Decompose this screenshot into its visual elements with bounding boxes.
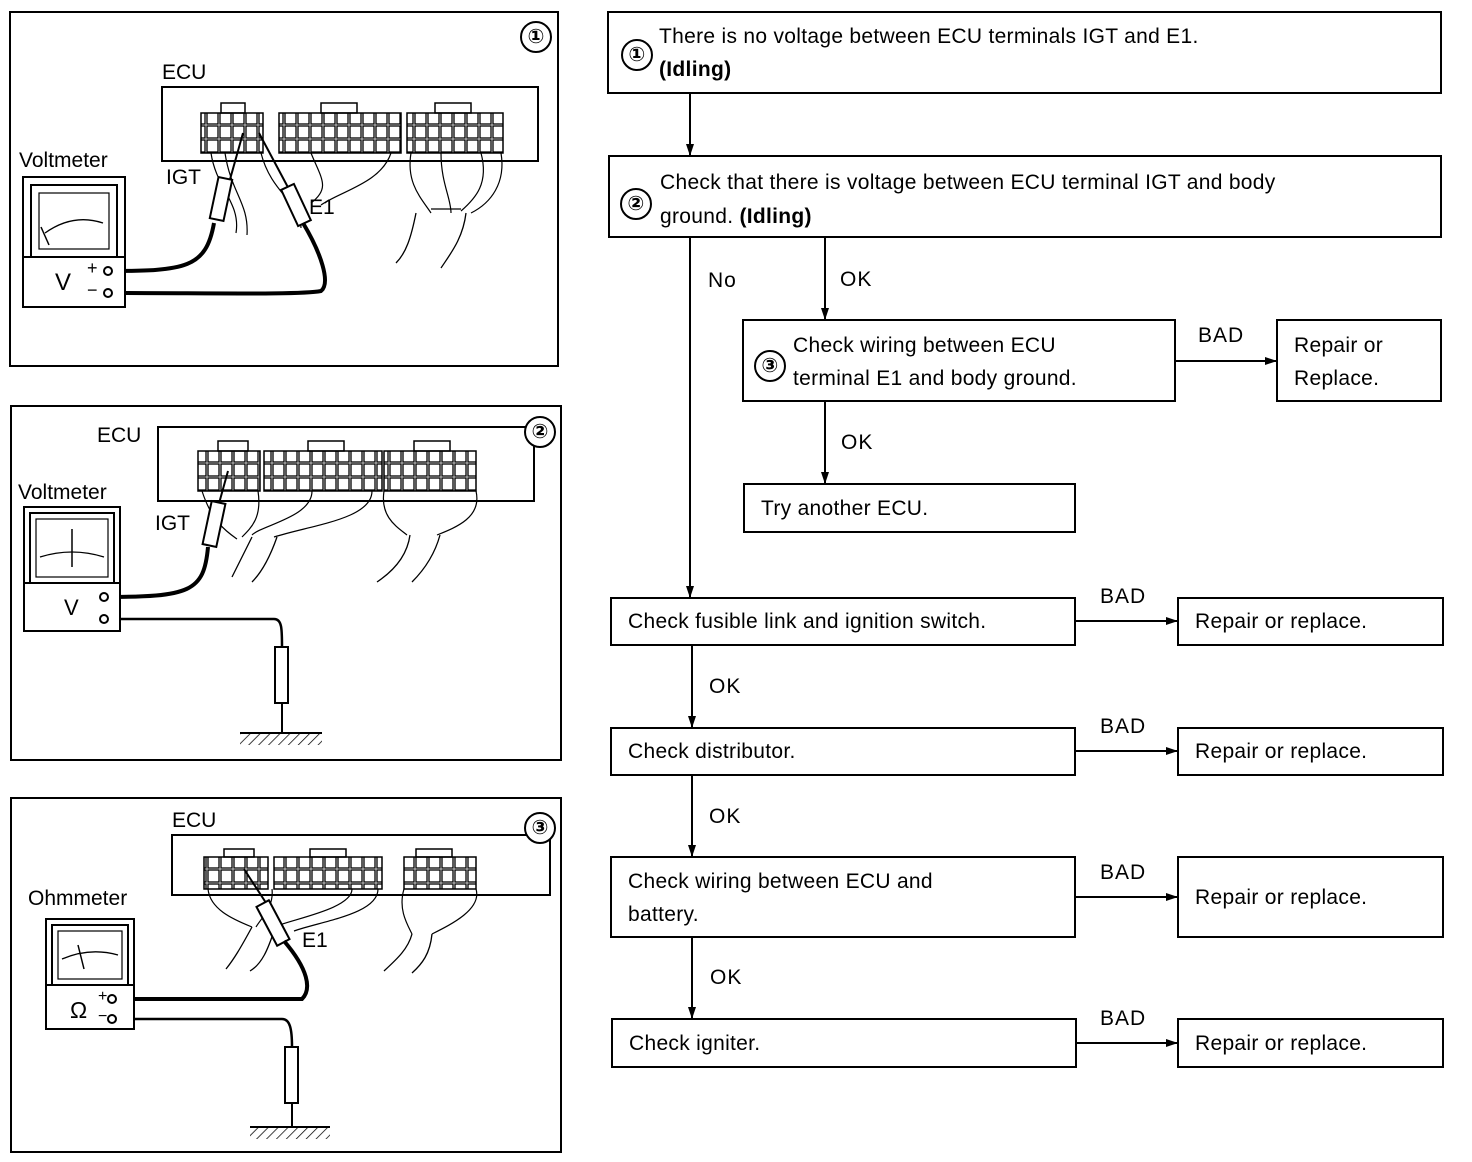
step-number: ① [621, 39, 653, 71]
check-fusible-text: Check fusible link and ignition switch. [628, 610, 987, 633]
repair-text: Repair or replace. [1195, 886, 1368, 909]
repair-text: Repair or replace. [1195, 740, 1368, 763]
ok-label: OK [709, 675, 742, 698]
check-igniter-box: Check igniter. [611, 1018, 1077, 1068]
ohm-symbol: Ω [70, 997, 88, 1023]
ok-label: OK [841, 431, 874, 454]
step3-line1: Check wiring between ECU [793, 334, 1056, 357]
bad-label: BAD [1100, 715, 1147, 738]
ecu-label: ECU [97, 424, 142, 447]
voltmeter-igt-ground-illustration [23, 426, 535, 745]
step3-line2: terminal E1 and body ground. [793, 367, 1077, 390]
try-ecu-box: Try another ECU. [743, 483, 1076, 533]
step1-line1: There is no voltage between ECU terminal… [659, 25, 1199, 48]
step3-box: ③ Check wiring between ECU terminal E1 a… [742, 319, 1176, 402]
check-wiring-battery-line2: battery. [628, 903, 699, 926]
ecu-label: ECU [172, 809, 217, 832]
step2-line1: Check that there is voltage between ECU … [660, 171, 1276, 194]
check-igniter-text: Check igniter. [629, 1032, 761, 1055]
check-wiring-battery-box: Check wiring between ECU and battery. [610, 856, 1076, 938]
repair-box: Repair or replace. [1177, 856, 1444, 938]
minus-terminal-label: − [87, 280, 98, 300]
step2-idling: (Idling) [739, 205, 812, 228]
repair-line2: Replace. [1294, 367, 1380, 390]
plus-terminal-label: + [87, 258, 98, 278]
ohmmeter-e1-ground-illustration [45, 834, 551, 1139]
step2-line2: ground. [660, 205, 740, 228]
ohmmeter-label: Ohmmeter [28, 887, 128, 910]
check-wiring-battery-line1: Check wiring between ECU and [628, 870, 933, 893]
minus-terminal-label: − [98, 1008, 108, 1025]
volt-symbol: V [64, 595, 79, 620]
repair-box: Repair or replace. [1177, 1018, 1444, 1068]
diagram-panel-3: ECU Ohmmeter E1 Ω + − ③ [10, 797, 562, 1153]
repair-replace-box: Repair or Replace. [1276, 319, 1442, 402]
bad-label: BAD [1100, 861, 1147, 884]
check-distributor-text: Check distributor. [628, 740, 796, 763]
bad-label: BAD [1198, 324, 1245, 347]
try-ecu-text: Try another ECU. [761, 497, 929, 520]
diagram-panel-2: ECU Voltmeter IGT V ② [10, 405, 562, 761]
e1-label: E1 [309, 196, 335, 219]
plus-terminal-label: + [98, 988, 108, 1005]
volt-symbol: V [55, 269, 72, 296]
no-label: No [708, 269, 737, 292]
repair-line1: Repair or [1294, 334, 1384, 357]
panel-number: ② [524, 416, 556, 448]
step-number: ② [620, 188, 652, 220]
step1-box: ① There is no voltage between ECU termin… [607, 11, 1442, 94]
step-number: ③ [754, 350, 786, 382]
voltmeter-label: Voltmeter [19, 149, 108, 172]
repair-text: Repair or replace. [1195, 610, 1368, 633]
igt-label: IGT [155, 512, 190, 535]
step1-line2: (Idling) [659, 58, 732, 81]
check-distributor-box: Check distributor. [610, 727, 1076, 776]
check-fusible-box: Check fusible link and ignition switch. [610, 597, 1076, 646]
ok-label: OK [710, 966, 743, 989]
repair-box: Repair or replace. [1177, 597, 1444, 646]
ok-label: OK [840, 268, 873, 291]
voltmeter-igt-e1-illustration [22, 86, 539, 308]
diagram-panel-1: ECU Voltmeter IGT E1 V + − ① [9, 11, 559, 367]
panel-number: ③ [524, 812, 556, 844]
igt-label: IGT [166, 166, 201, 189]
ok-label: OK [709, 805, 742, 828]
bad-label: BAD [1100, 1007, 1147, 1030]
bad-label: BAD [1100, 585, 1147, 608]
repair-text: Repair or replace. [1195, 1032, 1368, 1055]
panel-number: ① [520, 21, 552, 53]
voltmeter-label: Voltmeter [18, 481, 107, 504]
ecu-label: ECU [162, 61, 207, 84]
repair-box: Repair or replace. [1177, 727, 1444, 776]
e1-label: E1 [302, 929, 328, 952]
step2-box: ② Check that there is voltage between EC… [608, 155, 1442, 238]
